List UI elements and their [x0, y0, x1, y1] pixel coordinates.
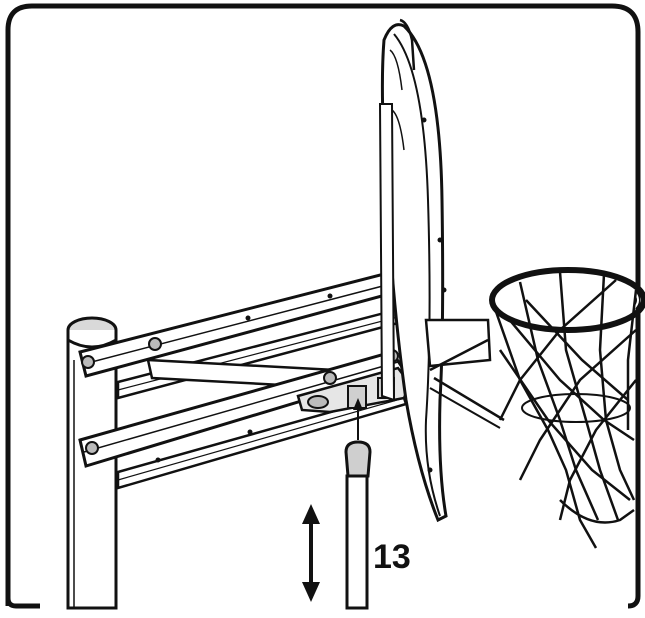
adjust-up-down-arrow-icon — [302, 504, 320, 602]
frame-bottom-left-tick — [5, 597, 40, 609]
lower-extension-arm — [78, 349, 408, 490]
rim-and-net — [489, 267, 645, 549]
backboard — [378, 18, 448, 523]
part-number-label: 13 — [373, 538, 411, 576]
adjustment-handle — [344, 398, 372, 610]
rim-mounting-bracket — [424, 318, 505, 429]
main-pole — [66, 316, 118, 610]
frame-border — [5, 3, 641, 609]
